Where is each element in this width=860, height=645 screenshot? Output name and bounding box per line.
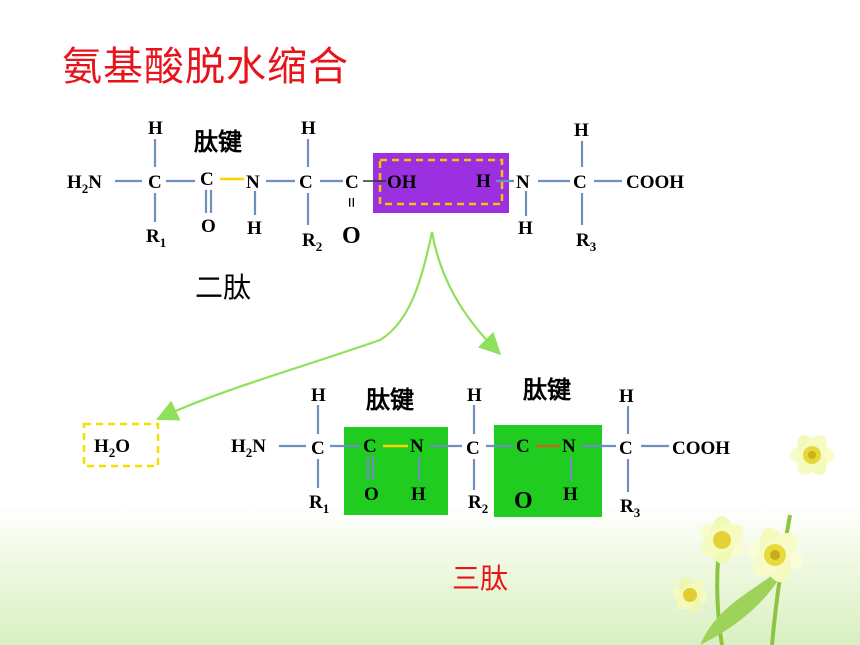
- dipeptide-n3: N: [516, 172, 530, 193]
- dipeptide-n1: N: [246, 172, 260, 193]
- tripeptide-c3: C: [619, 438, 633, 459]
- dipeptide-r3: R3: [576, 230, 597, 254]
- dipeptide-c2-h: H: [301, 118, 316, 139]
- dipeptide-c2: C: [299, 172, 313, 193]
- flower-2: [747, 527, 803, 583]
- tripeptide-cooh: COOH: [672, 438, 730, 459]
- arrow-to-water: [156, 231, 434, 421]
- dipeptide-r2: R2: [302, 230, 322, 254]
- tripeptide-c2: C: [466, 438, 480, 459]
- flower-3: [700, 516, 744, 564]
- decorative-flowers: [672, 435, 834, 645]
- water-formula: H2O: [94, 436, 130, 460]
- tripeptide-c2-h: H: [467, 385, 482, 406]
- dipeptide-name: 二肽: [195, 271, 251, 304]
- tripeptide-r3: R3: [620, 496, 641, 520]
- tripeptide-o2: O: [514, 488, 533, 514]
- tripeptide-c-carbonyl1: C: [363, 436, 377, 457]
- dipeptide-c1: C: [148, 172, 162, 193]
- peptide-bond-box-2: [494, 425, 602, 517]
- water-dashed-box: [82, 422, 160, 468]
- dipeptide-c3-h: H: [574, 120, 589, 141]
- tripeptide-n2: N: [562, 436, 576, 457]
- dipeptide-n3-h: H: [518, 218, 533, 239]
- flower-4: [672, 577, 708, 613]
- tripeptide-structure: H2N C H R1 C O N H C H R2 C O N H C H R3…: [231, 376, 730, 520]
- dipeptide-h2n: H2N: [67, 172, 102, 196]
- peptide-bond-label-2: 肽键: [523, 376, 571, 404]
- tripeptide-c-carbonyl2: C: [516, 436, 530, 457]
- dipeptide-n1-h: H: [247, 218, 262, 239]
- arrow-to-tripeptide: [430, 231, 502, 356]
- tripeptide-r2: R2: [468, 492, 488, 516]
- dipeptide-c-carbonyl2: C: [345, 172, 359, 193]
- tripeptide-n2-h: H: [563, 484, 578, 505]
- tripeptide-n1: N: [410, 436, 424, 457]
- dipeptide-c-carbonyl1: C: [200, 169, 214, 190]
- dipeptide-c3: C: [573, 172, 587, 193]
- dipeptide-o2: O: [342, 223, 361, 249]
- reaction-arrows: [156, 231, 502, 421]
- tripeptide-n1-h: H: [411, 484, 426, 505]
- dipeptide-o1: O: [201, 216, 216, 237]
- water-molecule: H2O: [82, 422, 160, 468]
- tripeptide-c1: C: [311, 438, 325, 459]
- tripeptide-c1-h: H: [311, 385, 326, 406]
- removed-h: H: [476, 171, 491, 192]
- dipeptide-r1: R1: [146, 226, 166, 250]
- flower-stem-2: [715, 559, 724, 645]
- peptide-bond-box-1: [344, 427, 448, 515]
- tripeptide-name: 三肽: [452, 562, 508, 595]
- dipeptide-cooh: COOH: [626, 172, 684, 193]
- tripeptide-r1: R1: [309, 492, 329, 516]
- removed-oh: OH: [387, 172, 417, 193]
- tripeptide-o1: O: [364, 484, 379, 505]
- dipeptide-c1-h: H: [148, 118, 163, 139]
- flower-1: [790, 435, 834, 475]
- leaf: [700, 560, 790, 645]
- slide-title: 氨基酸脱水缩合: [62, 44, 349, 90]
- peptide-bond-label-1: 肽键: [366, 386, 414, 414]
- dipeptide-structure: H2N C H R1 C O N H C H R2 C = O OH H N H…: [67, 118, 684, 254]
- tripeptide-c3-h: H: [619, 386, 634, 407]
- dipeptide-double-bond: =: [340, 197, 361, 208]
- peptide-bond-label-top: 肽键: [194, 128, 242, 156]
- tripeptide-h2n: H2N: [231, 436, 266, 460]
